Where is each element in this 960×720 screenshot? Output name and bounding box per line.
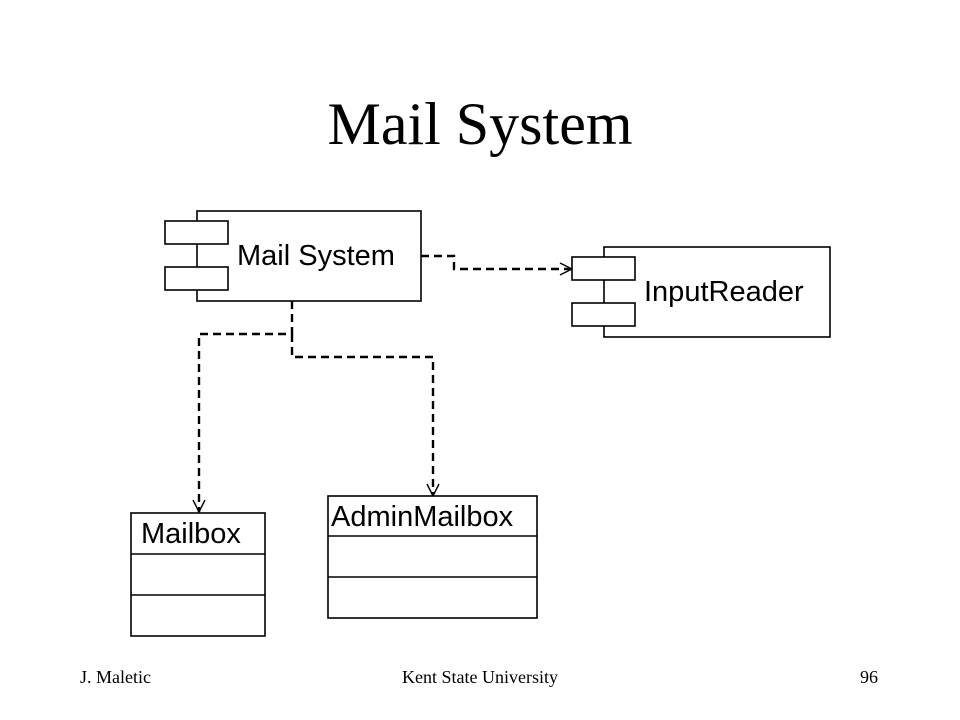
dependency-mailsystem-mailbox <box>199 301 294 512</box>
component-port-icon <box>164 220 229 245</box>
class-label: Mailbox <box>141 518 241 550</box>
component-label: Mail System <box>237 240 395 272</box>
component-port-icon <box>571 256 636 281</box>
footer-institution: Kent State University <box>402 667 558 687</box>
footer-author: J. Maletic <box>80 667 151 687</box>
slide-title: Mail System <box>327 91 633 157</box>
dependency-mailsystem-adminmailbox <box>290 334 433 496</box>
component-port-icon <box>164 266 229 291</box>
component-input-reader: InputReader <box>571 246 831 338</box>
class-mailbox: Mailbox <box>130 512 266 637</box>
component-label: InputReader <box>644 276 804 308</box>
class-label: AdminMailbox <box>331 501 514 533</box>
footer-page-number: 96 <box>860 667 878 687</box>
component-port-icon <box>571 302 636 327</box>
dependency-mailsystem-inputreader <box>421 254 572 269</box>
component-mail-system: Mail System <box>164 210 422 302</box>
class-admin-mailbox: AdminMailbox <box>327 495 538 619</box>
